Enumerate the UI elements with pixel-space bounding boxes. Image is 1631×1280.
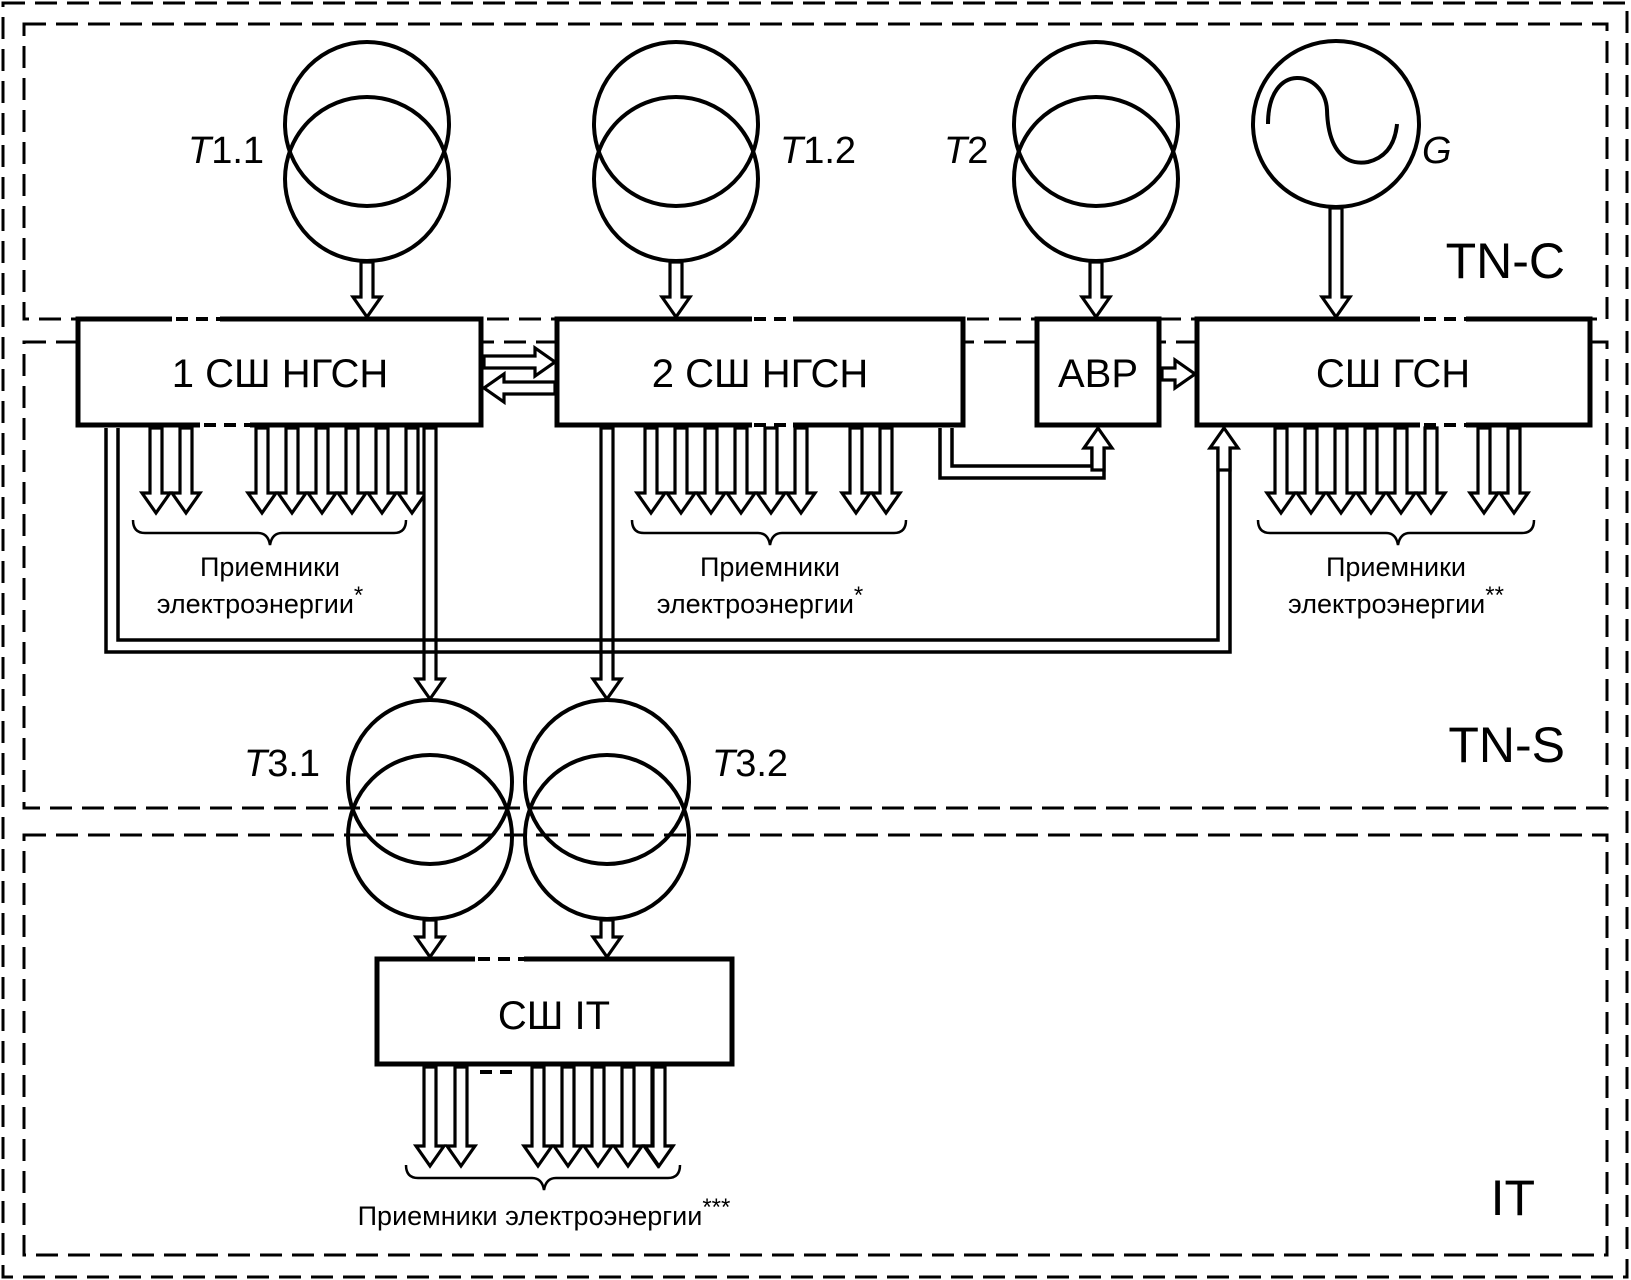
feeder-bus2-right-1: [838, 426, 874, 516]
consumers-1-line2: электроэнергии*: [157, 582, 364, 619]
zone-label-tns: TN-S: [1448, 717, 1565, 773]
feeder-gsn-left-1: [1263, 426, 1299, 516]
feeder-gsn-left-4: [1353, 426, 1389, 516]
feeder-it-left-1: [412, 1065, 448, 1169]
transformer-t32: [523, 698, 691, 921]
arrow-t31-to-busit: [412, 918, 448, 960]
feeder-it-right-3: [580, 1065, 616, 1169]
brace-c4: [404, 1164, 682, 1191]
bus-gsn-box: [1194, 316, 1593, 428]
zone-it: [22, 833, 1609, 1257]
bus-gsn-label: СШ ГСН: [1316, 352, 1470, 396]
feeder-bus2-left-4: [723, 426, 759, 516]
connector-bus2-to-avr-inner: [950, 428, 1094, 468]
zone-label-tnc: TN-C: [1446, 233, 1565, 289]
brace-c3: [1256, 519, 1536, 546]
transformer-t11: [283, 40, 451, 263]
feeder-bus1-right-3: [304, 426, 340, 516]
arrow-bus2-to-t32: [589, 426, 625, 702]
feeder-bus1-left-1: [138, 426, 174, 516]
feeder-it-right-1: [520, 1065, 556, 1169]
arrow-t2-to-avr: [1078, 260, 1114, 320]
bus-1-box: [75, 316, 484, 428]
arrow-bus1-to-t31: [412, 426, 448, 702]
feeder-bus2-right-2: [868, 426, 904, 516]
label-t32: T3.2: [712, 743, 788, 785]
connector-bus1-to-gsn-outer: [104, 428, 1232, 654]
label-t2: T2: [944, 130, 988, 172]
bus-2-label: 2 СШ НГСН: [652, 352, 869, 396]
feeder-arrows: [104, 206, 1532, 1169]
arrow-bus1-to-bus2: [482, 344, 558, 380]
feeder-bus2-left-1: [633, 426, 669, 516]
feeder-gsn-right-2: [1496, 426, 1532, 516]
bus-it-label: СШ IT: [498, 994, 610, 1038]
arrow-into-gsn: [1206, 425, 1242, 472]
brace-c1: [131, 519, 408, 546]
feeder-bus1-left-2: [168, 426, 204, 516]
feeder-bus1-right-5: [364, 426, 400, 516]
consumers-4-label: Приемники электроэнергии***: [358, 1194, 731, 1231]
feeder-it-left-2: [443, 1065, 479, 1169]
feeder-bus2-left-5: [753, 426, 789, 516]
feeder-bus1-right-4: [334, 426, 370, 516]
label-t11: T1.1: [188, 130, 264, 172]
feeder-it-right-4: [610, 1065, 646, 1169]
consumers-1-line1: Приемники: [200, 552, 340, 582]
transformer-t31: [346, 698, 514, 921]
feeder-bus2-left-3: [693, 426, 729, 516]
feeder-bus2-left-2: [663, 426, 699, 516]
sine-wave-icon: [1266, 76, 1399, 165]
zone-label-it: IT: [1491, 1170, 1535, 1226]
bus-it-box: [374, 956, 735, 1067]
generator-g: [1251, 39, 1421, 209]
feeder-gsn-left-6: [1413, 426, 1449, 516]
arrow-g-to-gsn: [1318, 206, 1354, 320]
feeder-bus1-right-2: [274, 426, 310, 516]
bus-1-label: 1 СШ НГСН: [172, 352, 389, 396]
arrow-into-avr: [1080, 425, 1116, 472]
arrow-avr-to-gsn: [1160, 356, 1198, 392]
consumers-3-line1: Приемники: [1326, 552, 1466, 582]
consumers-3-line2: электроэнергии**: [1288, 582, 1504, 619]
feeder-it-right-6: [641, 1065, 677, 1169]
arrow-t32-to-busit: [589, 918, 625, 960]
transformer-t12: [592, 40, 760, 263]
feeder-gsn-left-5: [1383, 426, 1419, 516]
avr-label: АВР: [1058, 352, 1138, 396]
feeder-gsn-left-2: [1293, 426, 1329, 516]
connector-bus2-to-avr-outer: [938, 428, 1106, 480]
label-t31: T3.1: [244, 743, 320, 785]
bus-gaps: [172, 315, 1466, 1076]
feeder-bus2-left-6: [783, 426, 819, 516]
consumers-2-line1: Приемники: [700, 552, 840, 582]
transformer-t2: [1012, 40, 1180, 263]
feeder-bus1-right-6: [394, 426, 430, 516]
brace-c2: [630, 519, 908, 546]
arrow-t12-to-bus2: [658, 260, 694, 320]
connector-bus1-to-gsn-inner: [116, 428, 1220, 642]
avr-box: [1034, 316, 1162, 428]
arrow-t11-to-bus1: [349, 260, 385, 320]
feeder-bus1-right-1: [244, 426, 280, 516]
consumers-2-line2: электроэнергии*: [657, 582, 864, 619]
feeder-it-right-2: [550, 1065, 586, 1169]
feeder-gsn-left-3: [1323, 426, 1359, 516]
arrow-bus2-to-bus1: [481, 370, 557, 406]
label-t12: T1.2: [780, 130, 856, 172]
feeder-gsn-right-1: [1466, 426, 1502, 516]
label-g: G: [1422, 130, 1452, 172]
